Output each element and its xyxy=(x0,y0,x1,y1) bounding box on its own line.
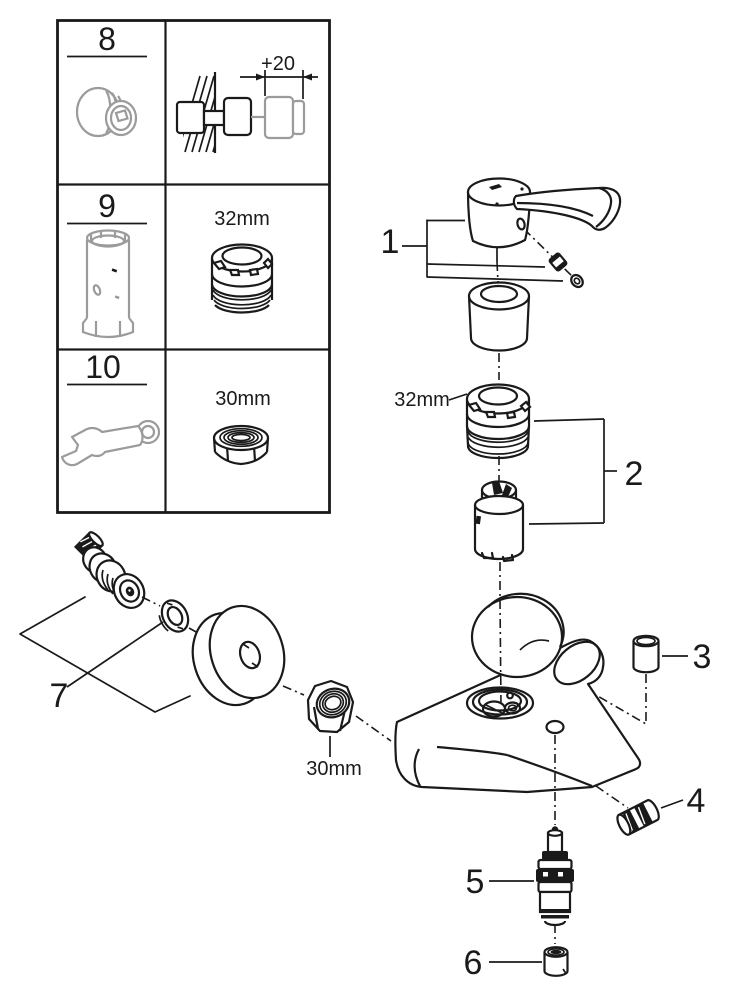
mounting-depth-diagram: +20 xyxy=(175,53,318,153)
wall-fitting-inner xyxy=(175,100,206,135)
cartridge-nut-size-label: 32mm xyxy=(394,389,450,411)
union-nut-30mm: 30mm xyxy=(306,679,362,780)
callout-1: 1 xyxy=(381,223,400,261)
extension-dimension-label: +20 xyxy=(261,53,295,75)
lever-handle-assembly: 1 xyxy=(381,177,622,289)
lever-handle xyxy=(466,177,622,249)
body-front-crease-left xyxy=(436,745,508,757)
callout-5: 5 xyxy=(466,863,485,901)
handle-plug-cap xyxy=(570,273,584,289)
body-top-hole xyxy=(545,719,565,735)
cover-cap xyxy=(467,281,531,380)
body-end-face xyxy=(553,640,601,686)
cartridge: 2 xyxy=(473,418,644,600)
extension-end-cap xyxy=(291,99,306,136)
non-return-valve-part6: 6 xyxy=(464,944,569,982)
callout-1-bracket: 1 xyxy=(381,219,564,282)
wall-flange xyxy=(470,595,564,679)
plug-cap-part3: 3 xyxy=(595,634,712,726)
legend-32mm-label: 32mm xyxy=(214,208,270,230)
callout-6: 6 xyxy=(464,944,483,982)
s-union xyxy=(73,531,146,609)
lever-blade xyxy=(512,186,622,231)
callout-2-bracket: 2 xyxy=(528,418,644,525)
wall-escutcheon xyxy=(191,604,286,707)
handle-top-slot xyxy=(489,184,502,190)
hex-nut-30mm-icon xyxy=(212,424,270,466)
body-front-crease-right xyxy=(506,753,593,788)
s-union-set-part7: 30mm 7 xyxy=(19,531,392,780)
callout-7: 7 xyxy=(50,677,69,715)
legend-step-9: 9 xyxy=(98,188,116,224)
legend-step-10: 10 xyxy=(85,349,121,385)
dimension-arrow-left xyxy=(256,73,265,81)
ring-nut-32mm-icon xyxy=(210,243,274,314)
seal-washer xyxy=(158,599,190,633)
union-nut-size-label: 30mm xyxy=(306,758,362,780)
wall-fitting-neck xyxy=(202,109,226,127)
dimension-arrow-right xyxy=(303,73,312,81)
legend-step-8: 8 xyxy=(98,21,116,57)
socket-extension-icon xyxy=(81,229,135,339)
check-valve-part5: 5 xyxy=(466,826,574,944)
cartridge-nut: 32mm xyxy=(394,383,532,481)
extension-fitting-icon xyxy=(75,86,138,138)
callout-4-leader xyxy=(660,799,684,809)
callout-2: 2 xyxy=(625,455,644,493)
open-end-wrench-icon xyxy=(60,419,161,467)
legend-table: 8 + xyxy=(56,19,331,514)
cartridge-nut-leader xyxy=(448,393,468,401)
handle-screw-hole xyxy=(516,217,526,231)
callout-3: 3 xyxy=(693,638,712,676)
mixer-body xyxy=(394,592,642,825)
callout-7-bracket: 7 xyxy=(19,596,191,715)
handle-screw-axis-line xyxy=(523,228,578,282)
handle-grub-screw xyxy=(548,252,568,272)
extension-piece xyxy=(263,95,295,140)
legend-30mm-label: 30mm xyxy=(215,388,271,410)
outlet-nipple-part4: 4 xyxy=(595,782,706,836)
wall-fitting-outer xyxy=(222,96,253,137)
callout-4: 4 xyxy=(687,782,706,820)
